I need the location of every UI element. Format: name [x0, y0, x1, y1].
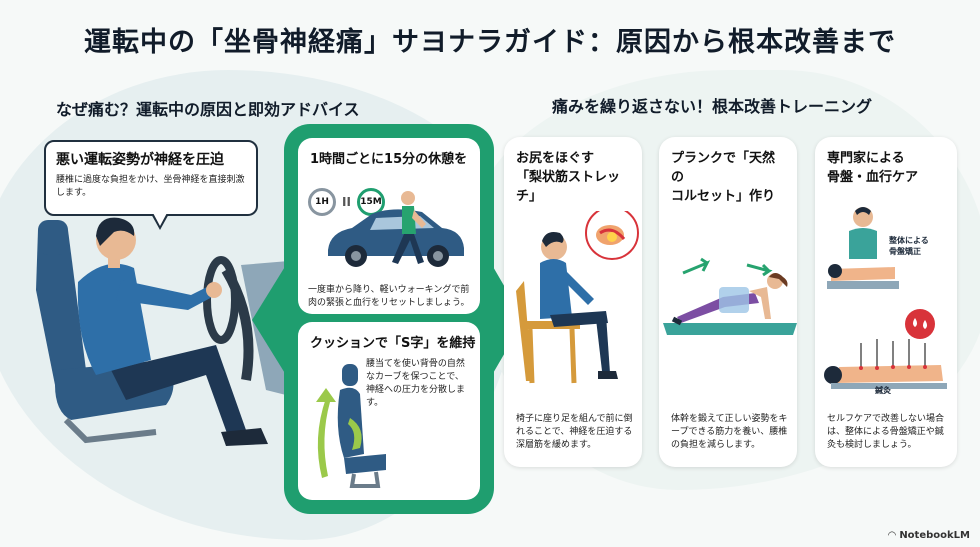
tip-cushion-text: 腰当てを使い背骨の自然なカーブを保つことで、神経への圧力を分散します。 — [366, 359, 466, 408]
bubble-text: 腰椎に過度な負担をかけ、坐骨神経を直接刺激します。 — [56, 175, 245, 198]
acupuncture-illustration — [821, 337, 951, 393]
professional-heading-line2: 骨盤・血行ケア — [827, 170, 919, 185]
training-card-stretch: お尻をほぐす 「梨状筋ストレッチ」 椅子に座り足を組んで前に倒れることで、神経を… — [504, 137, 642, 467]
stretch-text: 椅子に座り足を組んで前に倒れることで、神経を圧迫する深層筋を緩めます。 — [516, 414, 633, 450]
brand-logo: ◠ NotebookLM — [888, 530, 970, 541]
brand-name: NotebookLM — [899, 530, 970, 541]
driver-illustration — [16, 170, 316, 470]
bubble-tail-inner — [152, 211, 168, 226]
professional-heading-line1: 専門家による — [827, 151, 905, 166]
seat-cushion-illustration — [308, 358, 388, 492]
frame-arrow-left — [252, 265, 286, 375]
professional-text: セルフケアで改善しない場合は、整体による骨盤矯正や鍼灸も検討しましょう。 — [827, 414, 945, 450]
shinkyu-label: 鍼灸 — [875, 386, 891, 395]
plank-text: 体幹を鍛えて正しい姿勢をキープできる筋力を養い、腰椎の負担を減らします。 — [671, 414, 788, 450]
tip-card-break: 1時間ごとに15分の休憩を 1H II 15M 一度車から降り、軽いウォーキング… — [298, 138, 480, 314]
bubble-heading: 悪い運転姿勢が神経を圧迫 — [56, 152, 224, 168]
seitai-label: 整体による 骨盤矯正 — [889, 235, 929, 257]
stretch-heading-line2: 「梨状筋ストレッチ」 — [516, 170, 621, 204]
left-section-title: なぜ痛む？運転中の原因と即効アドバイス — [56, 100, 360, 119]
timer-group: 1H II 15M — [308, 188, 385, 216]
seitai-label-line1: 整体による — [889, 236, 929, 245]
right-section-title: 痛みを繰り返さない！根本改善トレーニング — [552, 97, 873, 116]
pause-icon: II — [342, 195, 351, 209]
plank-illustration — [663, 247, 797, 347]
tip-card-cushion: クッションで「S字」を維持 腰当てを使い背骨の自然なカーブを保つことで、神経への… — [298, 322, 480, 500]
tip-break-text: 一度車から降り、軽いウォーキングで前肉の緊張と血行をリセットしましょう。 — [308, 285, 470, 308]
chiropractic-illustration — [827, 203, 899, 293]
cause-speech-bubble: 悪い運転姿勢が神経を圧迫 腰椎に過度な負担をかけ、坐骨神経を直接刺激します。 — [44, 140, 258, 216]
training-card-plank: プランクで「天然の コルセット」作り 体幹を鍛えて正しい姿勢をキープできる筋力を… — [659, 137, 797, 467]
page-title: 運転中の「坐骨神経痛」サヨナラガイド：原因から根本改善まで — [84, 27, 896, 58]
tip-cushion-heading: クッションで「S字」を維持 — [310, 336, 476, 351]
training-card-professional: 専門家による 骨盤・血行ケア 整体による 骨盤矯正 — [815, 137, 957, 467]
plank-heading-line1: プランクで「天然の — [671, 151, 776, 185]
clock-1h-icon: 1H — [308, 188, 336, 216]
piriformis-stretch-illustration — [510, 211, 640, 391]
tip-break-heading: 1時間ごとに15分の休憩を — [310, 152, 468, 167]
car-walking-illustration — [322, 190, 472, 278]
seitai-label-line2: 骨盤矯正 — [889, 247, 921, 256]
blood-drop-icon — [905, 309, 935, 339]
notebooklm-icon: ◠ — [888, 530, 900, 541]
clock-15m-icon: 15M — [356, 188, 385, 216]
stretch-heading-line1: お尻をほぐす — [516, 151, 595, 166]
plank-heading-line2: コルセット」作り — [671, 189, 776, 204]
